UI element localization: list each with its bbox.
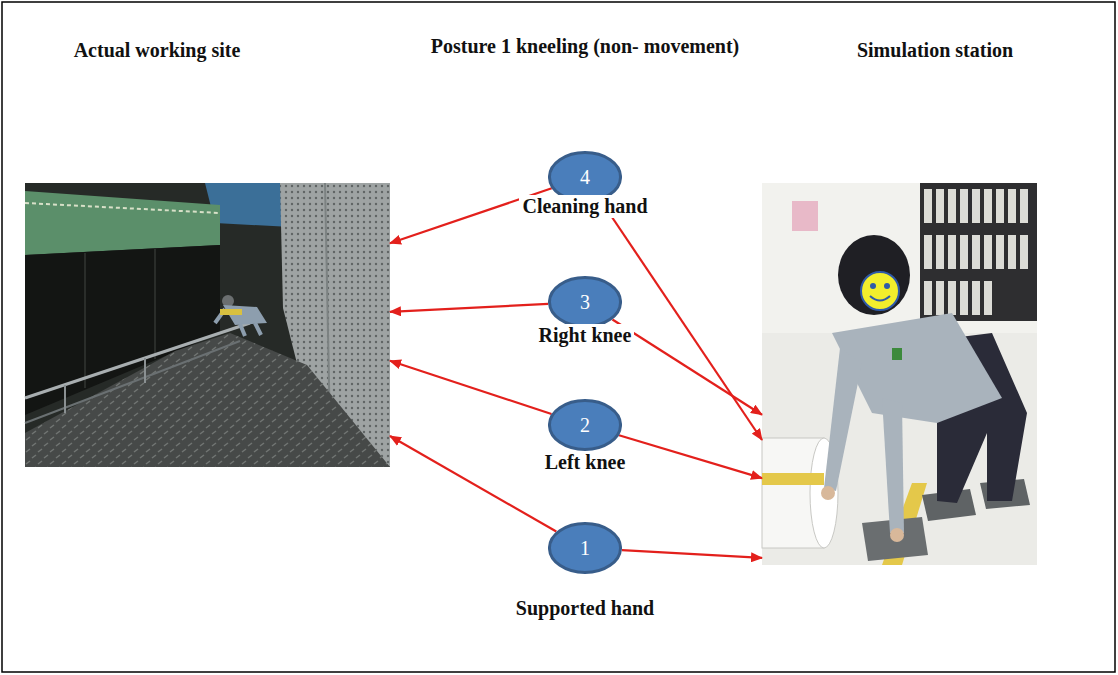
diagram-title: Posture 1 kneeling (non- movement) <box>431 35 740 58</box>
pointer-arrow <box>622 550 762 558</box>
callout-number: 3 <box>580 291 590 314</box>
photo-frame: Simulation station <box>762 183 1037 565</box>
work-site-photo <box>25 183 390 467</box>
callout-circle: 2 <box>548 399 622 451</box>
body-part-label: Left knee <box>542 451 629 474</box>
circle-text-holder: 2 <box>548 399 622 451</box>
pointer-arrow <box>390 436 556 532</box>
circle-text-holder: 1 <box>548 522 622 574</box>
callout-circle: 1 <box>548 522 622 574</box>
pointer-arrow <box>601 201 762 441</box>
pointer-arrow <box>390 304 548 312</box>
pointer-arrow <box>619 435 762 478</box>
photo-frame: Actual working site <box>25 183 390 467</box>
callout-circle: 3 <box>548 276 622 328</box>
pointer-arrow <box>390 361 552 414</box>
circle-text-holder: 3 <box>548 276 622 328</box>
callout-number: 4 <box>580 166 590 189</box>
simulation-photo <box>762 183 1037 565</box>
body-part-label: Supported hand <box>513 597 657 620</box>
body-part-label: Cleaning hand <box>519 195 650 218</box>
callout-number: 2 <box>580 414 590 437</box>
photo-heading: Actual working site <box>74 39 241 62</box>
pointer-arrow <box>612 320 762 415</box>
body-part-label: Right knee <box>536 324 635 347</box>
callout-number: 1 <box>580 537 590 560</box>
photo-heading: Simulation station <box>857 39 1013 62</box>
